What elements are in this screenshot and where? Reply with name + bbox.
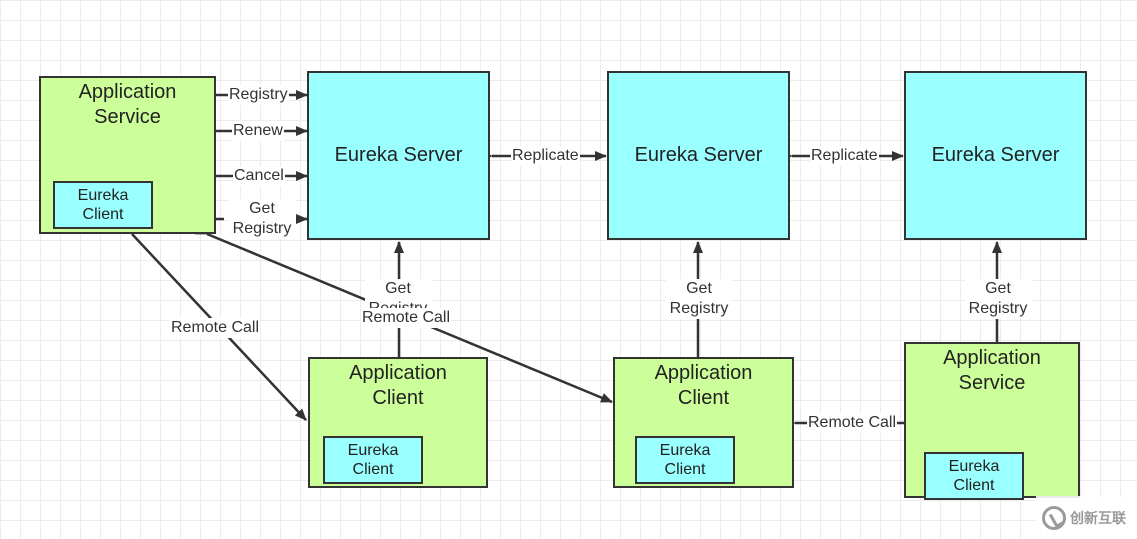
application-service-node-top: Application Service Eureka Client xyxy=(39,76,216,234)
eureka-server-node-3: Eureka Server xyxy=(904,71,1087,240)
get-registry-label-top: Get Registry xyxy=(229,199,295,239)
application-client-title: Application Client xyxy=(349,362,447,409)
application-client-title: Application Client xyxy=(654,362,753,409)
remote-call-label-center: Remote Call xyxy=(361,308,452,328)
eureka-client-box: Eureka Client xyxy=(53,181,153,229)
application-service-title: Application Service xyxy=(78,81,177,128)
application-service-node-right: Application Service Eureka Client xyxy=(904,342,1080,500)
cancel-label: Cancel xyxy=(233,166,285,186)
application-client-node-2: Application Client Eureka Client xyxy=(613,357,794,488)
eureka-server-node-2: Eureka Server xyxy=(607,71,790,240)
eureka-server-node-1: Eureka Server xyxy=(307,71,490,240)
renew-label: Renew xyxy=(232,121,284,141)
eureka-server-label: Eureka Server xyxy=(634,144,763,166)
watermark-text: 创新互联 xyxy=(1070,509,1126,526)
remote-call-label-left: Remote Call xyxy=(170,318,261,338)
application-service-title: Application Service xyxy=(943,347,1041,394)
replicate-label-2: Replicate xyxy=(810,146,879,166)
eureka-server-label: Eureka Server xyxy=(334,144,463,166)
eureka-server-label: Eureka Server xyxy=(931,144,1060,166)
eureka-client-box: Eureka Client xyxy=(924,452,1024,500)
get-registry-label-client2: Get Registry xyxy=(666,279,732,319)
watermark: 创新互联 xyxy=(1036,496,1137,539)
replicate-label-1: Replicate xyxy=(511,146,580,166)
registry-label: Registry xyxy=(228,85,289,105)
logo-icon xyxy=(1042,505,1066,530)
application-client-node-1: Application Client Eureka Client xyxy=(308,357,488,488)
eureka-client-box: Eureka Client xyxy=(635,436,735,484)
remote-call-label-right: Remote Call xyxy=(807,413,898,433)
eureka-client-box: Eureka Client xyxy=(323,436,423,484)
get-registry-label-service: Get Registry xyxy=(965,279,1031,319)
